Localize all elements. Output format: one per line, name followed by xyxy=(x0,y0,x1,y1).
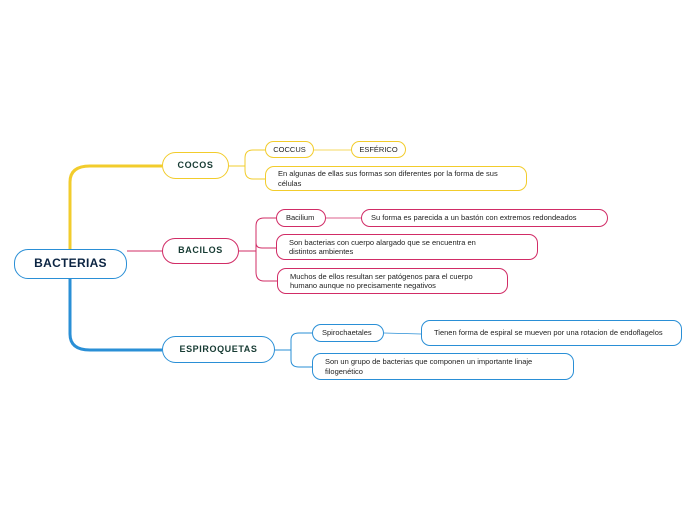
node-bacilos-patogenos[interactable]: Muchos de ellos resultan ser patógenos p… xyxy=(277,268,508,294)
node-coccus[interactable]: COCCUS xyxy=(265,141,314,158)
main-node-espiroquetas[interactable]: ESPIROQUETAS xyxy=(162,336,275,363)
root-label: BACTERIAS xyxy=(34,256,107,271)
connector-spirochaetales-espiral xyxy=(383,332,422,335)
espiroquetas-label: ESPIROQUETAS xyxy=(179,343,258,354)
node-bacillum[interactable]: Bacilium xyxy=(276,209,326,227)
bacillum-label: Bacilium xyxy=(286,213,315,223)
node-espiroquetas-linaje[interactable]: Son un grupo de bacterias que componen u… xyxy=(312,353,574,380)
cocos-label: COCOS xyxy=(177,159,214,170)
node-cocos-description[interactable]: En algunas de ellas sus formas son difer… xyxy=(265,166,527,191)
connector-bacilos-children xyxy=(239,217,277,282)
connector-espiroquetas-children xyxy=(275,332,312,368)
connector-root-cocos xyxy=(68,164,162,250)
main-node-bacilos[interactable]: BACILOS xyxy=(162,238,239,264)
coccus-label: COCCUS xyxy=(273,144,306,154)
node-esferico[interactable]: ESFÉRICO xyxy=(351,141,406,158)
node-spirochaetales[interactable]: Spirochaetales xyxy=(312,324,384,342)
espiroquetas-espiral-text: Tienen forma de espiral se mueven por un… xyxy=(434,328,663,338)
connector-root-espiroquetas xyxy=(68,279,162,352)
connector-cocos-children xyxy=(229,149,265,180)
bacilos-patogenos-text: Muchos de ellos resultan ser patógenos p… xyxy=(290,271,473,291)
esferico-label: ESFÉRICO xyxy=(359,144,398,154)
bacilos-forma-text: Su forma es parecida a un bastón con ext… xyxy=(371,213,577,223)
bacilos-cuerpo-text: Son bacterias con cuerpo alargado que se… xyxy=(289,237,476,257)
cocos-description-text: En algunas de ellas sus formas son difer… xyxy=(278,169,498,188)
root-node-bacterias[interactable]: BACTERIAS xyxy=(14,249,127,279)
bacilos-label: BACILOS xyxy=(178,245,223,256)
espiroquetas-linaje-text: Son un grupo de bacterias que componen u… xyxy=(325,357,533,376)
node-bacilos-forma[interactable]: Su forma es parecida a un bastón con ext… xyxy=(361,209,608,227)
main-node-cocos[interactable]: COCOS xyxy=(162,152,229,179)
spirochaetales-label: Spirochaetales xyxy=(322,328,372,338)
node-espiroquetas-espiral[interactable]: Tienen forma de espiral se mueven por un… xyxy=(421,320,682,346)
node-bacilos-cuerpo[interactable]: Son bacterias con cuerpo alargado que se… xyxy=(276,234,538,260)
